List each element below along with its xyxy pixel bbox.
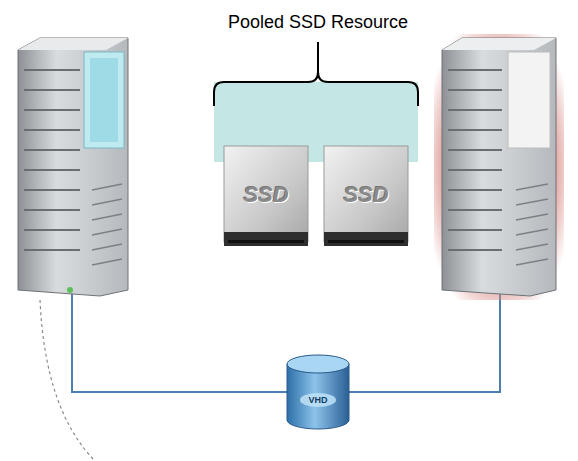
dashed-curve [40, 300, 95, 461]
node-text: SSD [343, 182, 388, 208]
ssd-box: SSD [224, 160, 308, 230]
link-line [72, 288, 287, 392]
pool-label: Pooled SSD Resource [228, 12, 408, 33]
ssd-icon [224, 146, 308, 246]
disk-box: VHD [287, 391, 349, 409]
link-line [349, 288, 500, 392]
node-text: SSD [243, 182, 288, 208]
ssd-icon [324, 146, 408, 246]
server-left [18, 38, 128, 296]
server-right [434, 34, 564, 300]
disk-cylinder [287, 355, 349, 429]
ssd-box: SSD [324, 160, 408, 230]
bracket [214, 42, 418, 106]
node-text: VHD [308, 395, 327, 405]
